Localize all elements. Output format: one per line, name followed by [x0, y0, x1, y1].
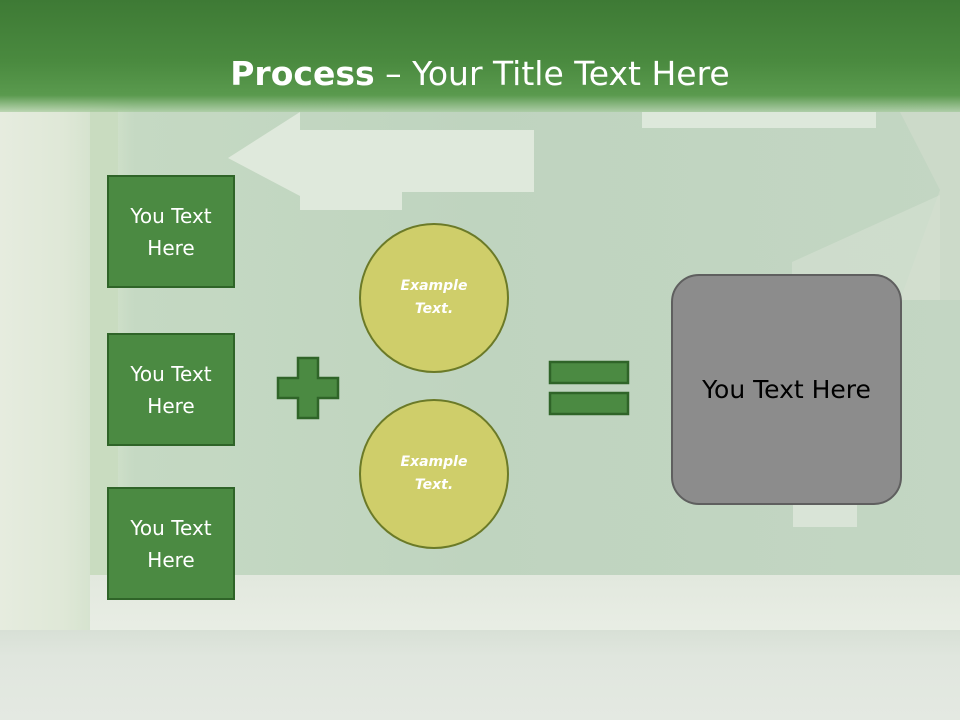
input-box-label: You Text Here — [130, 361, 212, 418]
equals-icon — [548, 360, 630, 416]
plus-icon — [276, 356, 340, 420]
input-box-2: You Text Here — [107, 333, 235, 446]
slide-title: Process – Your Title Text Here — [0, 52, 960, 96]
example-circle-label: Example Text. — [400, 454, 468, 493]
input-box-1: You Text Here — [107, 175, 235, 288]
title-rest: – Your Title Text Here — [374, 54, 730, 93]
result-box: You Text Here — [671, 274, 902, 505]
background-floor — [0, 630, 960, 720]
result-box-label: You Text Here — [702, 374, 871, 404]
input-box-label: You Text Here — [130, 515, 212, 572]
input-box-label: You Text Here — [130, 203, 212, 260]
input-box-3: You Text Here — [107, 487, 235, 600]
example-circle-1: Example Text. — [359, 223, 509, 373]
background-pillar — [0, 0, 90, 720]
background-wall-base — [90, 575, 960, 635]
header-band — [0, 0, 960, 112]
example-circle-label: Example Text. — [400, 278, 468, 317]
title-bold: Process — [230, 54, 375, 93]
example-circle-2: Example Text. — [359, 399, 509, 549]
